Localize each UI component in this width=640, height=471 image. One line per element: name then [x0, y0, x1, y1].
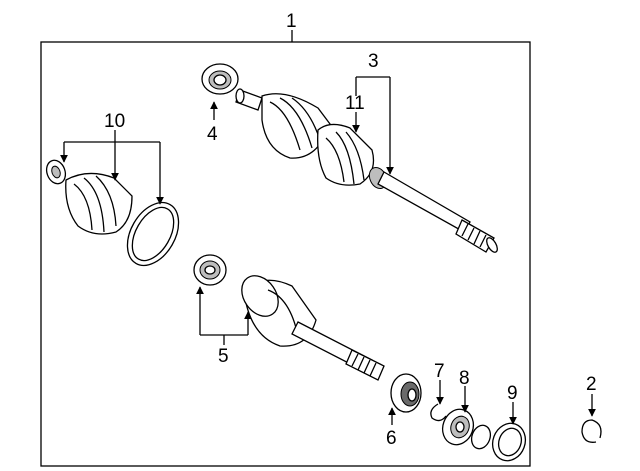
callout-9: 9 [507, 383, 518, 404]
callout-2: 2 [586, 374, 597, 395]
ring-part-9 [491, 422, 527, 462]
callout-5: 5 [218, 346, 229, 367]
callout-6: 6 [386, 428, 397, 449]
callout-3: 3 [368, 51, 379, 72]
seal-ring-part-4 [201, 63, 239, 95]
snap-ring-part-7 [430, 403, 447, 422]
callout-11: 11 [345, 93, 365, 114]
assembly-frame [40, 41, 531, 467]
callout-7: 7 [434, 361, 445, 382]
upper-axle-shaft [235, 88, 498, 253]
seal-part-8 [441, 408, 492, 450]
callout-10: 10 [104, 111, 125, 132]
callout-8: 8 [459, 368, 470, 389]
bearing-part-6 [390, 373, 422, 413]
boot-kit-part-10 [45, 159, 180, 267]
lower-axle-shaft [241, 275, 385, 381]
bearing-part-5 [193, 254, 227, 286]
callout-1: 1 [286, 11, 297, 32]
clip-part-2 [581, 419, 602, 443]
leader-lines [60, 76, 596, 425]
callout-4: 4 [207, 124, 218, 145]
